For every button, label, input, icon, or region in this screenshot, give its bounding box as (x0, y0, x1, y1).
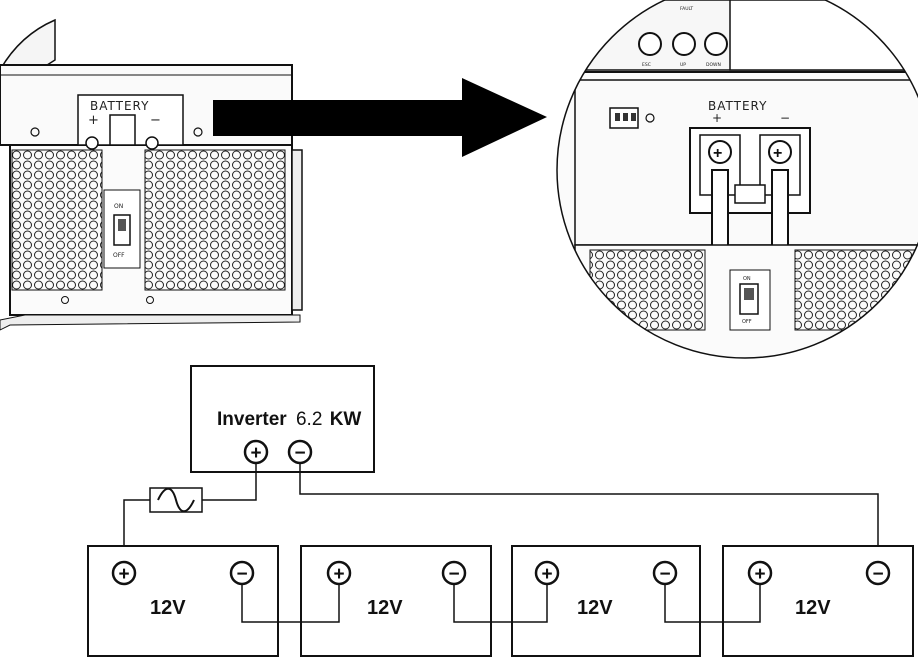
inverter-name: Inverter (217, 409, 287, 430)
series-link (241, 585, 340, 623)
negative-wire (299, 463, 879, 562)
fault-label: FAULT (680, 6, 693, 12)
left-terminal-positive (85, 136, 99, 150)
screw-icon (193, 127, 203, 137)
right-vent-grille (589, 249, 706, 331)
screw-icon (146, 296, 154, 304)
screw-icon (30, 127, 40, 137)
esc-button-label: ESC (642, 62, 651, 68)
battery-1-negative-terminal: − (229, 560, 255, 586)
left-vent-grille (144, 149, 286, 291)
battery-2: 12V (300, 545, 492, 657)
inverter-rating-unit: KW (330, 409, 362, 430)
screw-icon (645, 113, 655, 123)
inverter-positive-symbol: + (250, 443, 261, 464)
positive-symbol: + (333, 564, 344, 585)
right-minus-sign: − (780, 111, 790, 125)
inverter-negative-symbol: − (294, 443, 305, 464)
negative-symbol: − (448, 564, 459, 585)
left-battery-label: BATTERY (90, 99, 149, 113)
positive-wire (202, 463, 257, 501)
left-device-illustration: BATTERY + − ON OFF (0, 18, 303, 331)
battery-4: 12V (722, 545, 914, 657)
right-switch-off-label: OFF (742, 319, 752, 325)
esc-button[interactable] (638, 32, 662, 56)
battery-2-positive-terminal: + (326, 560, 352, 586)
positive-symbol: + (118, 564, 129, 585)
battery-4-positive-terminal: + (747, 560, 773, 586)
battery-voltage: 12V (577, 597, 613, 619)
negative-symbol: − (872, 564, 883, 585)
battery-3-negative-terminal: − (652, 560, 678, 586)
positive-symbol: + (541, 564, 552, 585)
wiring-diagram: Inverter 6.2 KW + − 12V 12V 12V (87, 365, 914, 657)
right-terminal-negative (768, 140, 792, 164)
left-terminal-negative (145, 136, 159, 150)
arrow-right-icon (213, 78, 547, 157)
battery-3-positive-terminal: + (534, 560, 560, 586)
down-button[interactable] (704, 32, 728, 56)
battery-4-negative-terminal: − (865, 560, 891, 586)
series-link (664, 585, 761, 623)
inverter-rating-value: 6.2 (296, 409, 322, 430)
left-vent-grille (11, 149, 103, 291)
right-switch-on-label: ON (743, 276, 751, 282)
battery-voltage: 12V (795, 597, 831, 619)
battery-2-negative-terminal: − (441, 560, 467, 586)
up-button[interactable] (672, 32, 696, 56)
series-link (453, 585, 548, 623)
right-terminal-positive (708, 140, 732, 164)
positive-wire (123, 499, 150, 562)
right-battery-label: BATTERY (708, 99, 767, 113)
svg-text:+: + (713, 145, 722, 162)
fuse-icon (149, 487, 203, 513)
up-button-label: UP (680, 62, 686, 68)
right-device-illustration: ESC UP DOWN FAULT BATTERY + − + + ON (557, 0, 918, 358)
inverter-box (190, 365, 375, 473)
battery-3: 12V (511, 545, 701, 657)
negative-symbol: − (659, 564, 670, 585)
screw-icon (61, 296, 69, 304)
positive-symbol: + (754, 564, 765, 585)
battery-voltage: 12V (367, 597, 403, 619)
right-vent-grille (794, 249, 916, 331)
svg-text:+: + (773, 145, 782, 162)
left-switch-off-label: OFF (113, 252, 125, 259)
right-plus-sign: + (712, 111, 722, 125)
battery-voltage: 12V (150, 597, 186, 619)
magnifier-lens (556, 0, 918, 359)
left-plus-sign: + (88, 113, 99, 128)
down-button-label: DOWN (706, 62, 721, 68)
negative-symbol: − (236, 564, 247, 585)
battery-1: 12V (87, 545, 279, 657)
left-minus-sign: − (150, 113, 161, 128)
svg-text:Inverter 6.2 KW: Inverter 6.2 KW (217, 409, 361, 430)
battery-1-positive-terminal: + (111, 560, 137, 586)
left-switch-on-label: ON (114, 203, 123, 210)
